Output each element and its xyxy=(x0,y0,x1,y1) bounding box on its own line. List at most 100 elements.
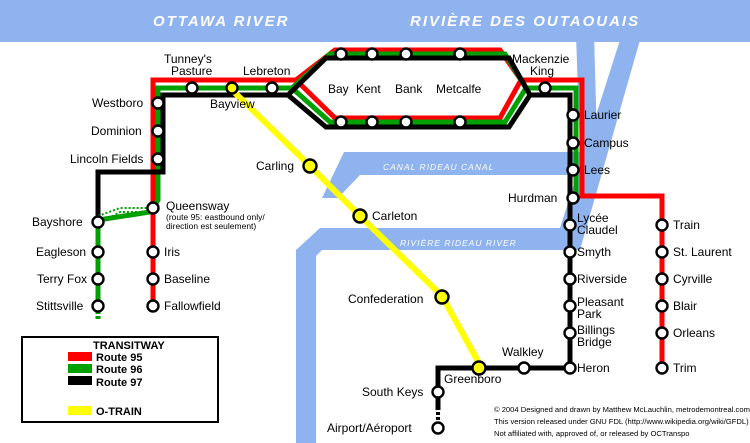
station-eagleson[interactable] xyxy=(91,245,105,259)
station-bayview[interactable] xyxy=(225,81,239,95)
station-orleans[interactable] xyxy=(655,326,669,340)
station-carling[interactable] xyxy=(302,158,318,174)
station-airport[interactable] xyxy=(431,421,445,435)
station-terry-fox[interactable] xyxy=(91,272,105,286)
label-south-keys: South Keys xyxy=(362,385,423,399)
station-lincoln-fields[interactable] xyxy=(151,152,165,166)
station-st-laurent[interactable] xyxy=(655,245,669,259)
label-tunneys-2: Pasture xyxy=(171,64,213,78)
station-westboro[interactable] xyxy=(151,96,165,110)
station-lees[interactable] xyxy=(566,163,580,177)
otrain-line xyxy=(227,85,483,367)
station-billings-bridge[interactable] xyxy=(563,326,577,340)
label-lebreton: Lebreton xyxy=(243,64,290,78)
station-bank-bottom[interactable] xyxy=(399,115,413,129)
label-heron: Heron xyxy=(577,361,610,375)
queensway-connector-2 xyxy=(97,211,150,225)
station-fallowfield[interactable] xyxy=(146,299,160,313)
station-lycee-claudel[interactable] xyxy=(563,218,577,232)
station-iris[interactable] xyxy=(146,245,160,259)
station-laurier[interactable] xyxy=(566,108,580,122)
label-pleasant-1: Pleasant xyxy=(577,295,624,309)
station-riverside[interactable] xyxy=(563,272,577,286)
label-queensway: Queensway xyxy=(166,199,229,213)
legend: TRANSITWAY Route 95 Route 96 Route 97 O-… xyxy=(21,336,219,423)
station-bay-top[interactable] xyxy=(334,47,348,61)
station-carleton[interactable] xyxy=(352,208,368,224)
route-97-line-loop xyxy=(286,93,533,130)
label-greenboro: Greenboro xyxy=(444,372,502,386)
station-smyth[interactable] xyxy=(563,245,577,259)
river-label-ottawa-en: OTTAWA RIVER xyxy=(153,13,290,30)
route-95-line-loop xyxy=(294,78,524,121)
station-heron[interactable] xyxy=(563,361,577,375)
label-trim: Trim xyxy=(673,361,697,375)
station-kent-top[interactable] xyxy=(365,47,379,61)
label-blair: Blair xyxy=(673,299,697,313)
station-kent-bottom[interactable] xyxy=(365,115,379,129)
legend-swatch-otrain xyxy=(68,406,92,415)
label-lycee-2: Claudel xyxy=(577,223,618,237)
label-billings-1: Billings xyxy=(577,323,615,337)
station-pleasant-park[interactable] xyxy=(563,299,577,313)
station-tunneys-pasture[interactable] xyxy=(185,81,199,95)
label-tunneys-1: Tunney's xyxy=(164,52,212,66)
station-confederation[interactable] xyxy=(434,289,450,305)
label-carling: Carling xyxy=(256,159,294,173)
station-hurdman[interactable] xyxy=(566,191,580,205)
station-trim[interactable] xyxy=(655,361,669,375)
station-south-keys[interactable] xyxy=(431,385,445,399)
label-eagleson: Eagleson xyxy=(36,245,86,259)
label-queensway-note-2: direction est seulement) xyxy=(166,221,256,231)
label-metcalfe: Metcalfe xyxy=(436,82,482,96)
label-stittsville: Stittsville xyxy=(36,299,84,313)
label-riverside: Riverside xyxy=(577,272,627,286)
label-westboro: Westboro xyxy=(92,96,143,110)
station-cyrville[interactable] xyxy=(655,272,669,286)
station-metcalfe-top[interactable] xyxy=(453,47,467,61)
label-laurier: Laurier xyxy=(584,108,621,122)
legend-frame xyxy=(21,336,219,423)
station-lebreton[interactable] xyxy=(265,81,279,95)
legend-swatch-96 xyxy=(68,364,92,373)
station-queensway[interactable] xyxy=(146,201,160,215)
station-campus[interactable] xyxy=(566,136,580,150)
rideau-river xyxy=(296,40,640,443)
legend-label-97: Route 97 xyxy=(96,377,142,389)
label-smyth: Smyth xyxy=(577,245,611,259)
legend-swatch-97 xyxy=(68,376,92,385)
label-st-laurent: St. Laurent xyxy=(673,245,732,259)
station-baseline[interactable] xyxy=(146,272,160,286)
legend-label-otrain: O-TRAIN xyxy=(96,406,142,418)
station-mackenzie-king[interactable] xyxy=(538,81,552,95)
otrain-stations xyxy=(225,81,487,376)
station-metcalfe-bottom[interactable] xyxy=(453,115,467,129)
station-dominion[interactable] xyxy=(151,124,165,138)
canal-label: CANAL RIDEAU CANAL xyxy=(383,162,494,172)
credit-line-1: © 2004 Designed and drawn by Matthew McL… xyxy=(494,405,750,414)
stations xyxy=(91,47,669,435)
station-bay-bottom[interactable] xyxy=(334,115,348,129)
station-greenboro[interactable] xyxy=(471,360,487,376)
label-lycee-1: Lycée xyxy=(577,211,609,225)
legend-label-96: Route 96 xyxy=(96,364,142,376)
label-queensway-note-1: (route 95: eastbound only/ xyxy=(166,212,265,222)
label-kent: Kent xyxy=(356,82,381,96)
route-96-line-loop xyxy=(290,86,529,125)
label-carleton: Carleton xyxy=(372,209,417,223)
ottawa-river xyxy=(0,0,750,42)
label-airport: Airport/Aéroport xyxy=(327,421,412,435)
station-walkley[interactable] xyxy=(517,361,531,375)
station-bank-top[interactable] xyxy=(399,47,413,61)
station-train[interactable] xyxy=(655,218,669,232)
legend-swatch-95 xyxy=(68,352,92,361)
station-bayshore[interactable] xyxy=(91,215,105,229)
credit-line-3: Not affiliated with, approved of, or rel… xyxy=(494,429,689,438)
label-bayview: Bayview xyxy=(210,97,255,111)
label-mackenzie-2: King xyxy=(530,64,554,78)
station-blair[interactable] xyxy=(655,299,669,313)
station-stittsville[interactable] xyxy=(91,299,105,313)
label-billings-2: Bridge xyxy=(577,335,612,349)
